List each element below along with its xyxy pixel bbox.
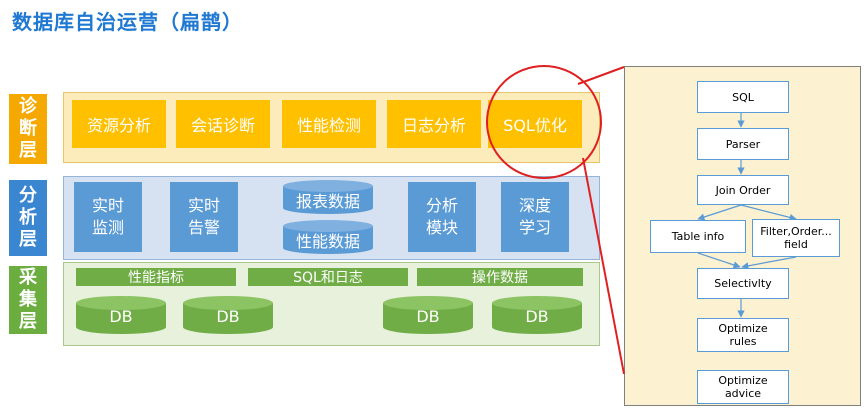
flow-sql-box[interactable]: SQL (697, 81, 789, 113)
sql-highlight-circle (486, 65, 602, 179)
layer-label-char: 分 (19, 185, 37, 206)
analysis-realtime-alert[interactable]: 实时告警 (170, 182, 238, 252)
layer-label-analysis: 分 析 层 (9, 180, 47, 256)
cylinder-label: 性能数据 (295, 232, 360, 251)
layer-label-char: 层 (19, 229, 37, 250)
layer-label-char: 断 (19, 118, 37, 139)
collect-operation-data[interactable]: 操作数据 (417, 268, 583, 286)
box-line: 模块 (425, 218, 458, 237)
cylinder-top (492, 296, 582, 310)
analysis-realtime-monitor[interactable]: 实时监测 (74, 182, 142, 252)
diag-performance-check[interactable]: 性能检测 (282, 100, 376, 148)
box-line: 告警 (187, 218, 220, 237)
db-cylinder[interactable]: DB (492, 296, 582, 334)
collect-performance-metrics[interactable]: 性能指标 (76, 268, 236, 286)
box-line: 实时 (91, 196, 124, 215)
flow-filter-line1: Filter,Order... (760, 225, 832, 238)
callout-line-top (577, 66, 625, 85)
analysis-deep-learning[interactable]: 深度学习 (501, 182, 569, 252)
cylinder-label: DB (416, 307, 440, 326)
cylinder-label: DB (525, 307, 549, 326)
layer-label-char: 集 (19, 289, 37, 310)
cylinder-label: DB (216, 307, 240, 326)
box-line: 分析 (425, 196, 458, 215)
cylinder-label: DB (109, 307, 133, 326)
layer-label-collection: 采 集 层 (9, 266, 47, 334)
analysis-module[interactable]: 分析模块 (408, 182, 476, 252)
layer-label-char: 析 (19, 207, 37, 228)
flow-arrow (740, 204, 797, 221)
diag-log-analysis[interactable]: 日志分析 (387, 100, 481, 148)
flow-selectivity-box[interactable]: Selectivlty (697, 268, 789, 299)
db-cylinder[interactable]: DB (183, 296, 273, 334)
page-title: 数据库自治运营（扁鹊） (12, 10, 243, 34)
flow-filter-box[interactable]: Filter,Order...field (752, 219, 840, 257)
cylinder-body (283, 186, 373, 208)
cylinder-label: 报表数据 (295, 192, 360, 211)
layer-label-char: 诊 (19, 96, 37, 117)
db-cylinder[interactable]: DB (76, 296, 166, 334)
flow-table-info-box[interactable]: Table info (650, 220, 746, 253)
report-data-cylinder[interactable]: 报表数据 (283, 180, 373, 214)
cylinder-top (383, 296, 473, 310)
cylinder-top (76, 296, 166, 310)
performance-data-cylinder[interactable]: 性能数据 (283, 220, 373, 254)
layer-label-char: 采 (19, 267, 37, 288)
layer-label-char: 层 (19, 140, 37, 161)
callout-line-bottom (582, 157, 625, 375)
flow-arrow (741, 256, 797, 270)
flow-arrow (697, 252, 741, 269)
flow-advice-line1: Optimize (718, 374, 768, 387)
box-line: 深度 (518, 196, 551, 215)
layer-label-char: 层 (19, 311, 37, 332)
box-line: 实时 (187, 196, 220, 215)
collect-sql-and-logs[interactable]: SQL和日志 (248, 268, 408, 286)
flow-advice-line2: advice (724, 387, 762, 400)
box-line: 学习 (518, 218, 551, 237)
flow-parser-box[interactable]: Parser (697, 128, 789, 160)
flow-filter-line2: field (784, 238, 808, 251)
layer-label-diagnosis: 诊 断 层 (9, 94, 47, 164)
flow-join-order-box[interactable]: Join Order (697, 175, 789, 205)
flow-rules-line1: Optimize (718, 322, 768, 335)
flow-arrow (697, 204, 742, 221)
diag-session-diagnosis[interactable]: 会话诊断 (176, 100, 270, 148)
db-cylinder[interactable]: DB (383, 296, 473, 334)
cylinder-top (283, 220, 373, 232)
diag-sql-optimization[interactable]: SQL优化 (488, 100, 582, 148)
cylinder-body (283, 226, 373, 248)
flow-rules-line2: rules (729, 335, 757, 348)
diag-resource-analysis[interactable]: 资源分析 (72, 100, 166, 148)
box-line: 监测 (91, 218, 124, 237)
cylinder-top (283, 180, 373, 192)
cylinder-top (183, 296, 273, 310)
